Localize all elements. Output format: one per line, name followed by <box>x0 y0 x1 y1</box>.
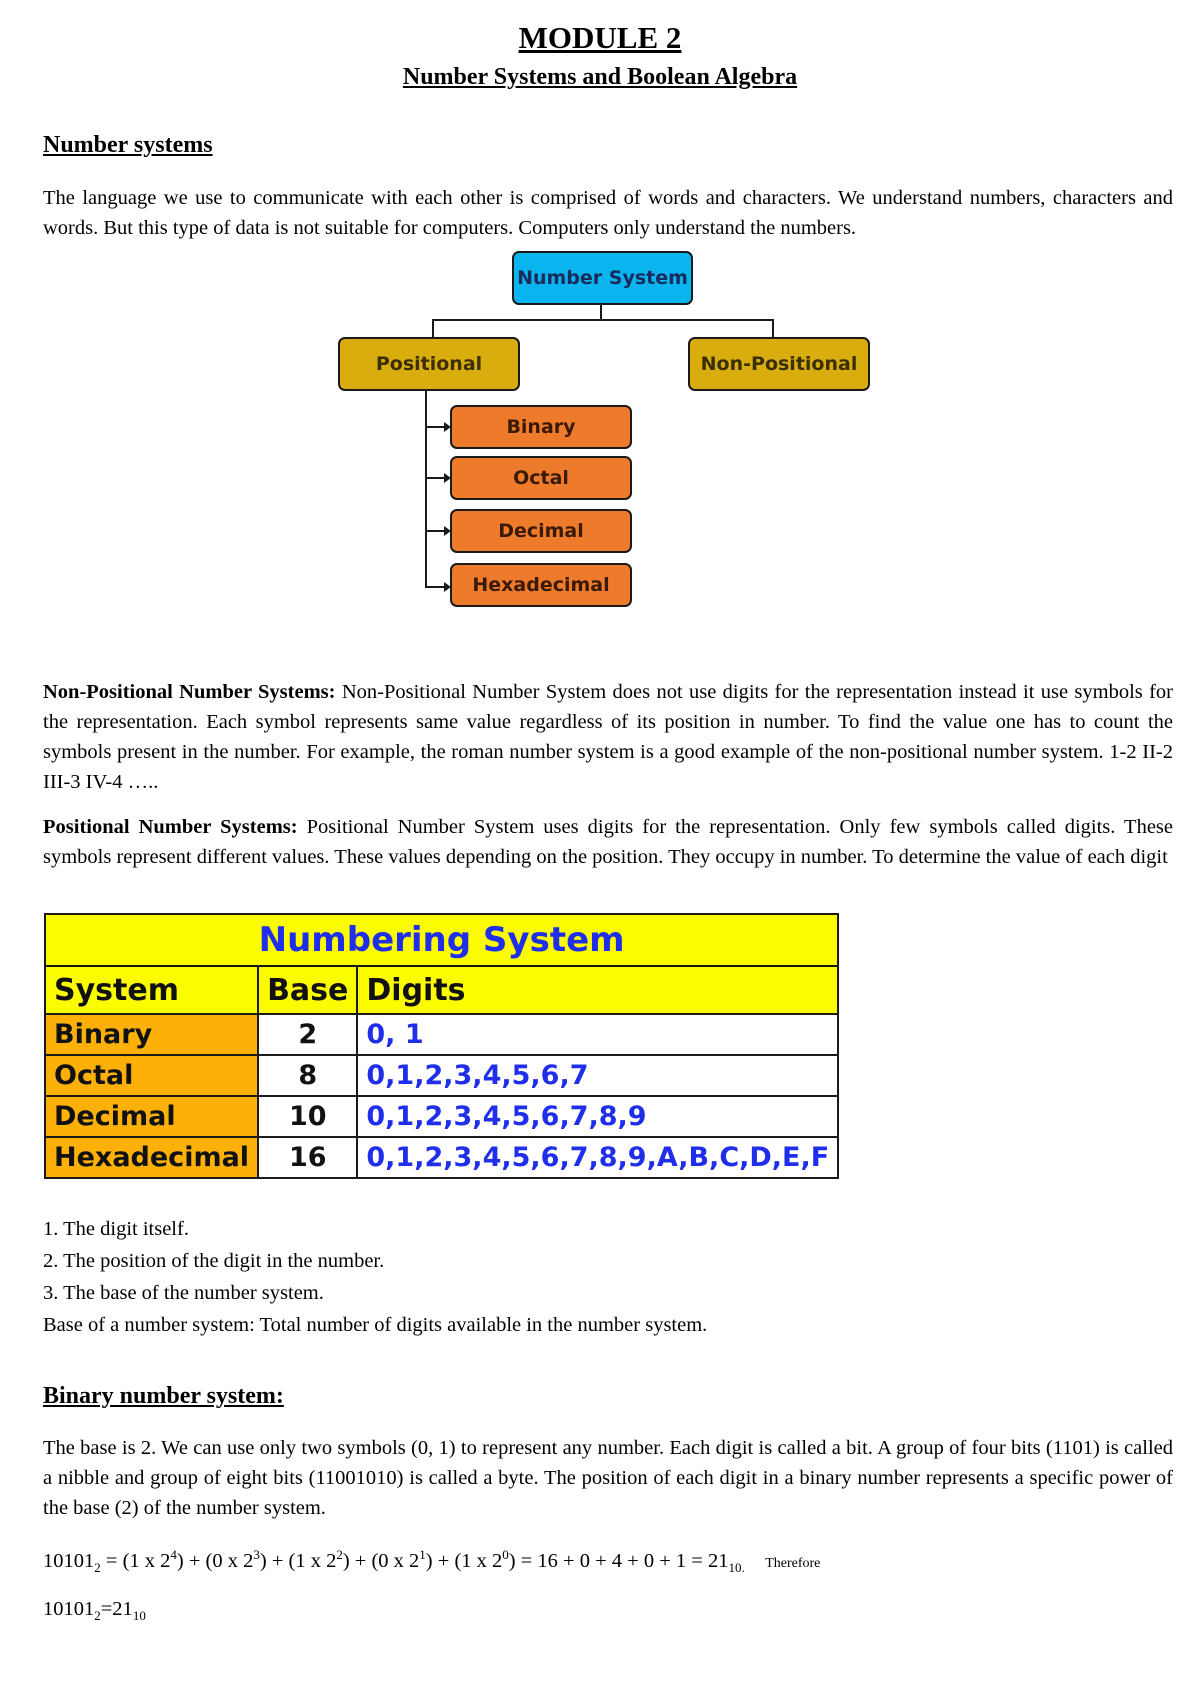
equation-exponent: 1 <box>419 1547 426 1562</box>
diagram-root-box: Number System <box>512 251 693 305</box>
numbering-system-table: Numbering System System Base Digits Bina… <box>43 913 840 1179</box>
table-cell-base: 16 <box>257 1136 359 1179</box>
equation-term: (0 x 2 <box>371 1549 420 1572</box>
factor-item: 2. The position of the digit in the numb… <box>43 1250 385 1272</box>
diagram-hexadecimal-box: Hexadecimal <box>450 563 632 607</box>
table-cell-system: Decimal <box>43 1095 260 1138</box>
equation-term-close: ) <box>342 1549 350 1572</box>
equation-sum: 16 + 0 + 4 + 0 + 1 = 21 <box>537 1549 729 1572</box>
non-positional-label: Non-Positional Number Systems: <box>43 681 336 703</box>
positional-label: Positional Number Systems: <box>43 816 298 838</box>
binary-equation: 101012 = (1 x 24) + (0 x 23) + (1 x 22) … <box>43 1547 821 1575</box>
diagram-connector <box>600 305 602 319</box>
equation-note: Therefore <box>765 1555 821 1571</box>
arrow-icon <box>444 473 451 483</box>
binary-result: 101012=2110 <box>43 1594 146 1631</box>
diagram-octal-box: Octal <box>450 456 632 500</box>
table-row: Decimal 10 0,1,2,3,4,5,6,7,8,9 <box>43 1095 840 1138</box>
table-cell-base: 8 <box>257 1054 359 1097</box>
diagram-connector <box>432 319 434 337</box>
module-title: MODULE 2 <box>518 20 682 55</box>
equation-term-close: ) <box>176 1549 184 1572</box>
factor-item: 3. The base of the number system. <box>43 1282 324 1304</box>
result-lhs: 10101 <box>43 1598 95 1620</box>
table-cell-system: Binary <box>43 1013 260 1056</box>
table-cell-digits: 0,1,2,3,4,5,6,7,8,9 <box>356 1095 840 1138</box>
table-cell-system: Hexadecimal <box>43 1136 260 1179</box>
number-systems-heading: Number systems <box>43 132 213 158</box>
number-systems-intro: The language we use to communicate with … <box>43 187 1173 239</box>
factor-item: 1. The digit itself. <box>43 1218 189 1240</box>
arrow-icon <box>444 582 451 592</box>
diagram-connector <box>425 391 427 588</box>
equation-exponent: 4 <box>170 1547 177 1562</box>
equation-term-close: ) <box>425 1549 433 1572</box>
diagram-connector <box>425 586 446 588</box>
diagram-positional-box: Positional <box>338 337 520 391</box>
equation-exponent: 0 <box>502 1547 509 1562</box>
equation-term: (0 x 2 <box>205 1549 254 1572</box>
table-cell-base: 10 <box>257 1095 359 1138</box>
table-cell-digits: 0,1,2,3,4,5,6,7,8,9,A,B,C,D,E,F <box>356 1136 840 1179</box>
table-caption: Numbering System <box>43 913 840 967</box>
diagram-connector <box>425 426 446 428</box>
result-rhs-base: 10 <box>132 1608 146 1624</box>
equation-term-close: ) <box>508 1549 516 1572</box>
equation-exponent: 2 <box>336 1547 343 1562</box>
module-subtitle: Number Systems and Boolean Algebra <box>402 64 798 90</box>
equation-lhs: 10101 <box>43 1549 95 1572</box>
diagram-connector <box>432 319 774 321</box>
positional-text: Positional Number System uses digits for… <box>43 816 1174 868</box>
equation-result-base: 10. <box>728 1559 745 1575</box>
table-header-base: Base <box>257 965 359 1015</box>
table-cell-base: 2 <box>257 1013 359 1056</box>
equation-term-close: ) <box>259 1549 267 1572</box>
equation-lhs-base: 2 <box>94 1559 101 1575</box>
equation-term: (1 x 2 <box>454 1549 503 1572</box>
base-definition: Base of a number system: Total number of… <box>43 1314 708 1336</box>
arrow-icon <box>444 422 451 432</box>
arrow-icon <box>444 526 451 536</box>
table-header-system: System <box>43 965 260 1015</box>
diagram-connector <box>425 477 446 479</box>
diagram-non-positional-box: Non-Positional <box>688 337 870 391</box>
result-lhs-base: 2 <box>94 1608 101 1624</box>
non-positional-text: Non-Positional Number System does not us… <box>43 681 1174 793</box>
table-row: Hexadecimal 16 0,1,2,3,4,5,6,7,8,9,A,B,C… <box>43 1136 840 1179</box>
equation-exponent: 3 <box>253 1547 260 1562</box>
equation-term: (1 x 2 <box>122 1549 171 1572</box>
equation-term: (1 x 2 <box>288 1549 337 1572</box>
diagram-binary-box: Binary <box>450 405 632 449</box>
result-eq: =21 <box>100 1598 133 1620</box>
table-cell-digits: 0, 1 <box>356 1013 840 1056</box>
binary-paragraph: The base is 2. We can use only two symbo… <box>43 1437 1173 1519</box>
binary-heading: Binary number system: <box>43 1383 284 1409</box>
positional-paragraph: Positional Number Systems: Positional Nu… <box>43 812 1173 872</box>
table-cell-system: Octal <box>43 1054 260 1097</box>
non-positional-paragraph: Non-Positional Number Systems: Non-Posit… <box>43 677 1173 797</box>
diagram-connector <box>772 319 774 337</box>
table-cell-digits: 0,1,2,3,4,5,6,7 <box>356 1054 840 1097</box>
diagram-decimal-box: Decimal <box>450 509 632 553</box>
table-header-digits: Digits <box>356 965 840 1015</box>
table-row: Octal 8 0,1,2,3,4,5,6,7 <box>43 1054 840 1097</box>
diagram-connector <box>425 530 446 532</box>
table-row: Binary 2 0, 1 <box>43 1013 840 1056</box>
